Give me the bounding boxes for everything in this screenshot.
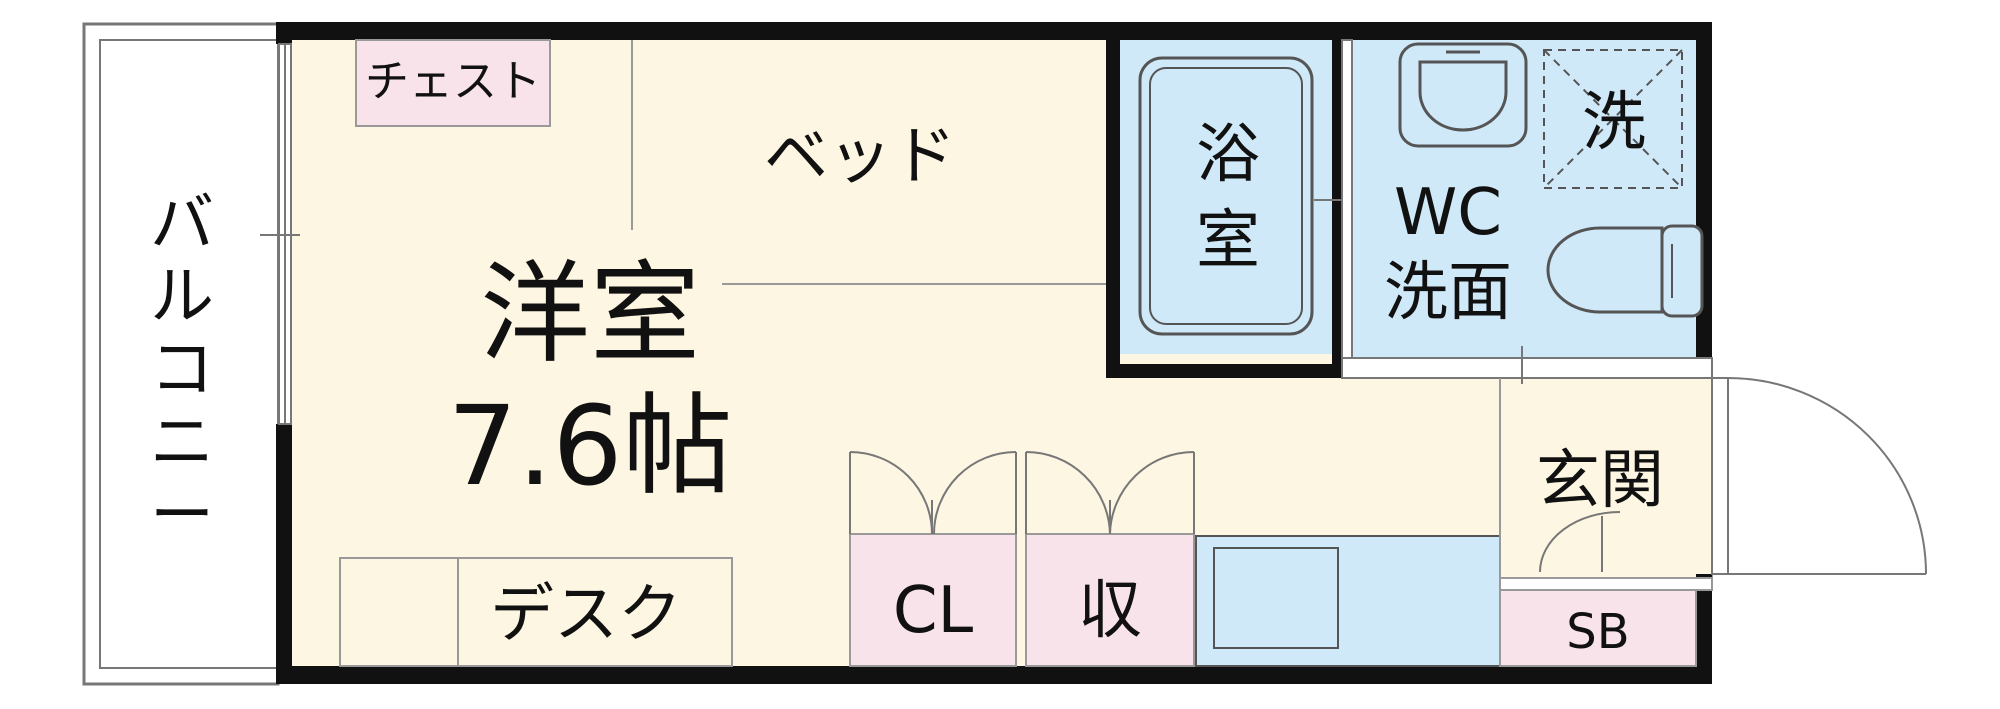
desk-label: デスク xyxy=(490,578,682,652)
bathtub xyxy=(1138,56,1314,336)
washing-machine-space xyxy=(1543,49,1683,189)
bath-label-line2: 室 xyxy=(1196,204,1260,278)
desk xyxy=(339,557,733,667)
entrance-door xyxy=(1711,377,1927,575)
chest xyxy=(355,39,551,127)
balcony-char-5: ー xyxy=(150,479,214,553)
storage xyxy=(1025,451,1195,667)
wc-label-line2: 洗面 xyxy=(1384,256,1512,330)
room-name: 洋室 xyxy=(480,250,700,378)
bed-label: ベッド xyxy=(764,120,956,194)
balcony-char-4: ニ xyxy=(150,406,214,480)
room-size: 7.6帖 xyxy=(448,382,733,510)
balcony-char-2: ル xyxy=(150,260,214,334)
outer-walls xyxy=(276,22,1712,684)
balcony-char-3: コ xyxy=(150,333,214,407)
toilet-icon xyxy=(1546,224,1704,318)
closet-label: CL xyxy=(893,574,974,648)
balcony: バ ル コ ニ ー xyxy=(82,22,280,686)
kitchen-counter xyxy=(1195,535,1501,667)
chest-label: チェスト xyxy=(365,56,541,107)
storage-label: 収 xyxy=(1078,574,1142,648)
balcony-window xyxy=(260,43,300,425)
closet xyxy=(849,451,1017,667)
bath-label-line1: 浴 xyxy=(1196,118,1260,192)
entrance-label: 玄関 xyxy=(1536,444,1664,518)
balcony-char-1: バ xyxy=(150,187,214,261)
washbasin-icon xyxy=(1398,42,1528,148)
shoe-box-label: SB xyxy=(1566,604,1629,660)
wc-label-line1: WC xyxy=(1394,176,1502,250)
laundry-label: 洗 xyxy=(1582,86,1646,160)
shoe-box xyxy=(1499,589,1697,667)
